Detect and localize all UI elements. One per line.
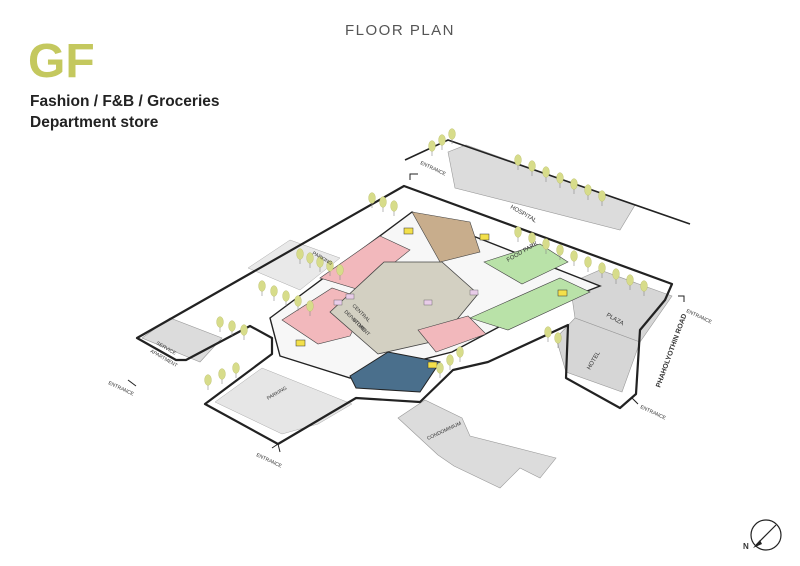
north-boundary xyxy=(404,139,691,225)
tree xyxy=(570,250,578,262)
tree xyxy=(228,320,236,332)
tree xyxy=(542,166,550,178)
entrance-label: ENTRANCE xyxy=(639,404,667,421)
tree xyxy=(640,280,648,292)
tree xyxy=(438,134,446,146)
entrance-label: ENTRANCE xyxy=(685,308,713,325)
tree xyxy=(379,196,387,208)
fashion-zone-south xyxy=(417,315,487,353)
tree xyxy=(232,362,240,374)
kiosk xyxy=(333,299,343,306)
core-block xyxy=(427,361,438,369)
tree xyxy=(612,268,620,280)
tree xyxy=(296,248,304,260)
core-block xyxy=(479,233,490,241)
kiosk xyxy=(345,293,355,300)
fnb-zone-east xyxy=(483,243,569,285)
parking-lot-north xyxy=(247,239,341,291)
fashion-zone-north xyxy=(319,235,411,291)
tree xyxy=(294,295,302,307)
tree xyxy=(626,274,634,286)
floor-code: GF xyxy=(28,35,95,88)
entrance-west: ENTRANCE xyxy=(107,379,137,398)
north-label: N xyxy=(743,542,749,551)
kiosk xyxy=(469,289,479,296)
tree xyxy=(270,285,278,297)
core-block xyxy=(295,339,306,347)
entrance-south: ENTRANCE xyxy=(255,443,283,470)
tree xyxy=(316,256,324,268)
kiosk xyxy=(423,299,433,306)
kiosks xyxy=(333,289,479,306)
feature-zone-north xyxy=(411,211,481,263)
groceries-zone xyxy=(349,351,441,393)
tree xyxy=(446,354,454,366)
neighbour-buildings xyxy=(141,144,673,489)
tree xyxy=(282,290,290,302)
tree xyxy=(570,178,578,190)
tree xyxy=(204,374,212,386)
condominium-block xyxy=(397,399,557,489)
tree xyxy=(514,154,522,166)
tree xyxy=(544,326,552,338)
tree xyxy=(258,280,266,292)
tree xyxy=(306,252,314,264)
tree xyxy=(216,316,224,328)
tree xyxy=(428,140,436,152)
tree xyxy=(336,264,344,276)
tree xyxy=(368,192,376,204)
core-block xyxy=(557,289,568,297)
tree xyxy=(218,368,226,380)
subtitle-line1: Fashion / F&B / Groceries xyxy=(30,93,220,110)
entrance-label: ENTRANCE xyxy=(419,160,447,177)
tree xyxy=(554,332,562,344)
tree xyxy=(240,324,248,336)
hospital-block xyxy=(447,144,636,231)
entrance-north: ENTRANCE xyxy=(409,160,447,180)
hotel-block xyxy=(555,317,641,393)
tree xyxy=(514,226,522,238)
entrance-label: ENTRANCE xyxy=(107,380,135,397)
tree xyxy=(542,238,550,250)
tree xyxy=(528,160,536,172)
tree xyxy=(448,128,456,140)
road-label: PHAHOLYOTHIN ROAD xyxy=(655,313,688,389)
parking-lot-south xyxy=(214,367,353,435)
tree xyxy=(598,190,606,202)
tree xyxy=(556,244,564,256)
mall-building xyxy=(269,211,602,393)
tree xyxy=(584,256,592,268)
tree xyxy=(456,346,464,358)
tree xyxy=(390,200,398,212)
site-boundary xyxy=(135,184,674,446)
tree xyxy=(326,260,334,272)
subtitle-line2: Department store xyxy=(30,114,159,131)
entrance-southeast: ENTRANCE xyxy=(631,397,667,422)
page-title: FLOOR PLAN xyxy=(344,22,456,39)
entrance-label: ENTRANCE xyxy=(255,452,283,469)
tree xyxy=(584,184,592,196)
tree xyxy=(306,300,314,312)
trees xyxy=(204,128,648,390)
tree xyxy=(598,262,606,274)
core-block xyxy=(403,227,414,235)
tree xyxy=(436,362,444,374)
tree xyxy=(528,232,536,244)
tree xyxy=(556,172,564,184)
north-compass xyxy=(750,519,782,551)
